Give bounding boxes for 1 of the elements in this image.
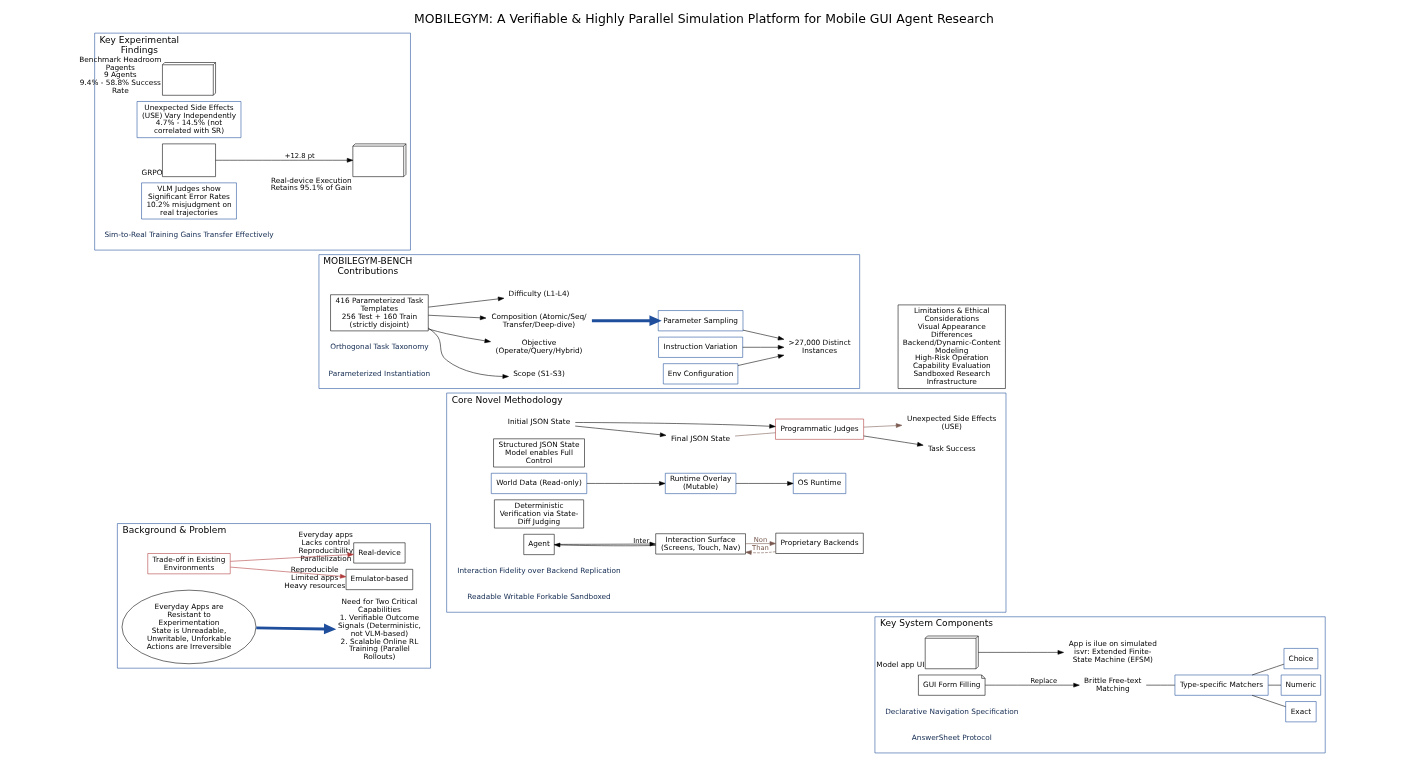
diagram-title: MOBILEGYM: A Verifiable & Highly Parallel Simulation Platform for Mobile GUI Agent Research (414, 10, 994, 26)
